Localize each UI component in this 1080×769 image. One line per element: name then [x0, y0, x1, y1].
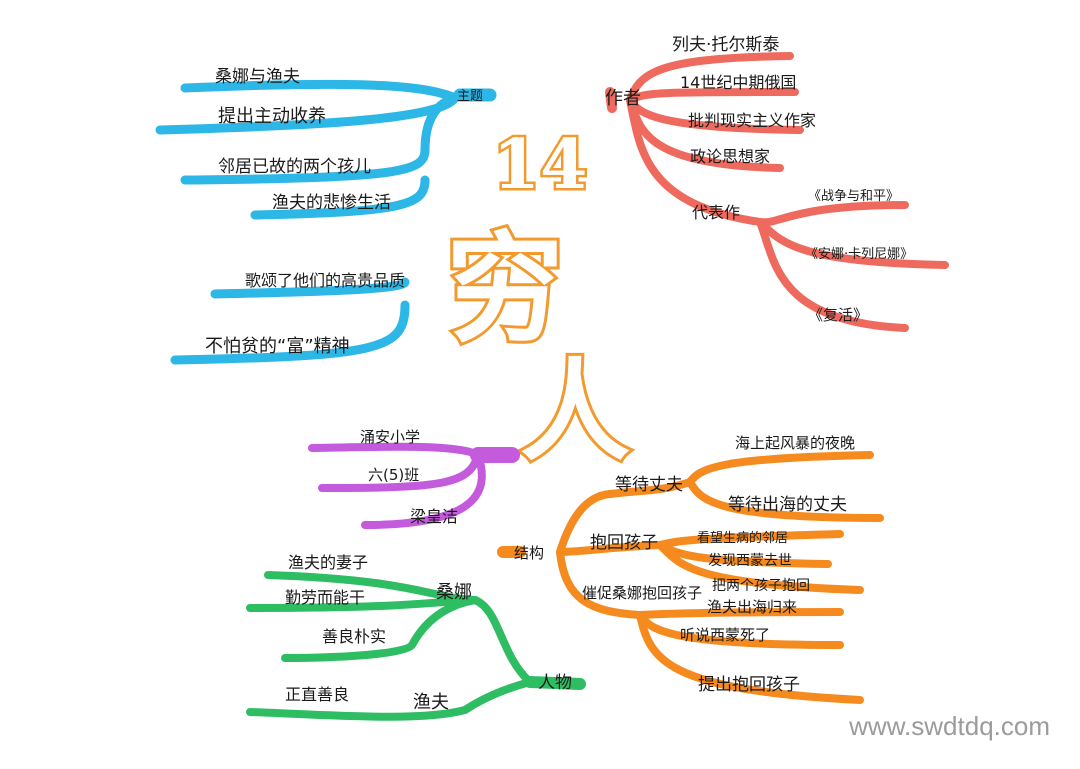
theme-labels: 主题 桑娜与渔夫 提出主动收养 邻居已故的两个孩儿 渔夫的悲惨生活 歌颂了他们的… — [205, 67, 483, 357]
structure-labels: 结构 等待丈夫 海上起风暴的夜晚 等待出海的丈夫 抱回孩子 看望生病的邻居 发现… — [514, 434, 855, 695]
author-work-1: 《战争与和平》 — [808, 189, 899, 204]
fisher-trait-1: 正直善良 — [285, 685, 349, 704]
title: 14 穷 人 — [443, 123, 633, 480]
branch-author — [605, 52, 949, 332]
sanna-trait-2: 勤劳而能干 — [285, 588, 365, 607]
info-school: 涌安小学 — [360, 428, 420, 446]
branch-theme — [155, 79, 497, 365]
structure-group-1-item-2: 等待出海的丈夫 — [728, 495, 847, 515]
character-sanna: 桑娜 — [436, 582, 472, 603]
author-item-4: 政论思想家 — [690, 147, 770, 166]
branch-structure — [497, 451, 884, 704]
theme-extra-1: 歌颂了他们的高贵品质 — [245, 271, 405, 290]
watermark: www.swdtdq.com — [848, 711, 1050, 741]
author-root: 作者 — [605, 88, 641, 109]
title-char-person: 人 — [520, 347, 630, 476]
structure-group-3-item-2: 听说西蒙死了 — [680, 626, 770, 644]
branch-info — [308, 442, 520, 529]
author-work-2: 《安娜·卡列尼娜》 — [805, 247, 913, 262]
info-labels: 涌安小学 六(5)班 梁皇洁 — [360, 428, 458, 526]
info-name: 梁皇洁 — [410, 507, 458, 526]
title-char-poor: 穷 — [446, 219, 564, 358]
theme-root: 主题 — [457, 89, 483, 104]
theme-item-3: 邻居已故的两个孩儿 — [218, 157, 371, 177]
characters-root: 人物 — [538, 673, 572, 693]
author-work-3: 《复活》 — [808, 306, 868, 324]
structure-group-3: 催促桑娜抱回孩子 — [582, 584, 702, 602]
structure-group-3-item-1: 渔夫出海归来 — [707, 598, 797, 616]
structure-group-2-item-1: 看望生病的邻居 — [697, 530, 788, 546]
title-number: 14 — [493, 125, 588, 205]
sanna-trait-3: 善良朴实 — [322, 627, 386, 646]
theme-item-4: 渔夫的悲惨生活 — [272, 193, 391, 213]
author-item-3: 批判现实主义作家 — [688, 111, 816, 130]
structure-group-2-item-2: 发现西蒙去世 — [708, 553, 792, 569]
character-fisher: 渔夫 — [413, 692, 449, 713]
structure-group-1-item-1: 海上起风暴的夜晚 — [735, 434, 855, 452]
structure-group-2: 抱回孩子 — [590, 533, 658, 553]
theme-extra-2: 不怕贫的“富”精神 — [205, 336, 350, 357]
author-works-label: 代表作 — [692, 203, 740, 222]
author-item-1: 列夫·托尔斯泰 — [672, 35, 779, 55]
structure-group-2-item-3: 把两个孩子抱回 — [712, 578, 810, 594]
info-class: 六(5)班 — [368, 466, 419, 484]
characters-labels: 人物 桑娜 渔夫的妻子 勤劳而能干 善良朴实 渔夫 正直善良 — [285, 553, 572, 713]
theme-item-2: 提出主动收养 — [218, 106, 326, 127]
structure-group-3-item-3: 提出抱回孩子 — [698, 675, 800, 695]
structure-root: 结构 — [514, 544, 544, 562]
structure-group-1: 等待丈夫 — [615, 475, 683, 495]
author-item-2: 14世纪中期俄国 — [680, 73, 796, 92]
theme-item-1: 桑娜与渔夫 — [215, 67, 300, 87]
author-labels: 作者 列夫·托尔斯泰 14世纪中期俄国 批判现实主义作家 政论思想家 代表作 《… — [605, 35, 913, 324]
sanna-trait-1: 渔夫的妻子 — [288, 553, 368, 572]
branch-characters — [246, 571, 586, 721]
